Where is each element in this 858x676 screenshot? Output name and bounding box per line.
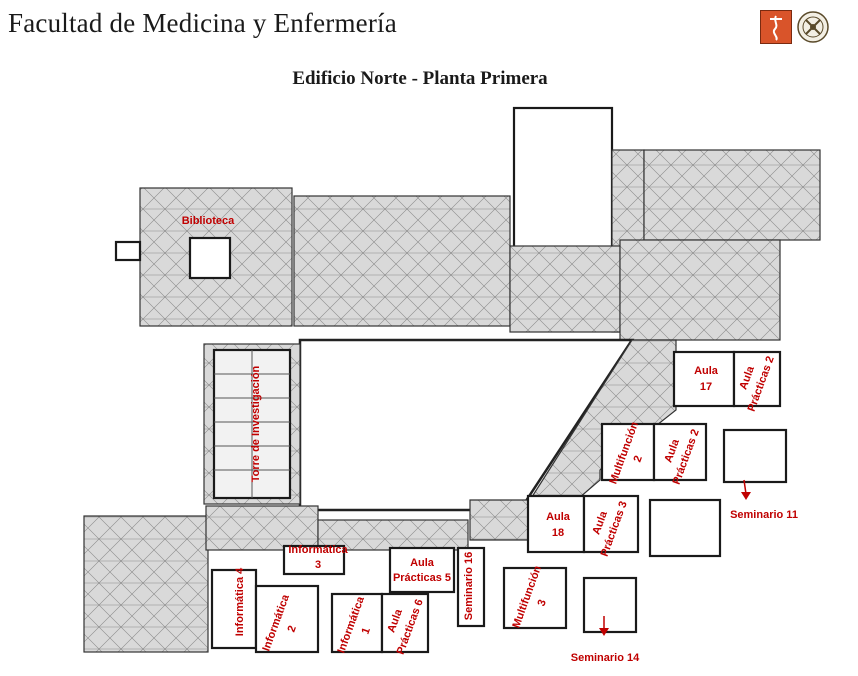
faculty-logo-icon	[770, 15, 782, 41]
room-east-annex	[648, 498, 722, 558]
east-wing-top	[643, 149, 821, 241]
room-seminario-11[interactable]	[722, 428, 788, 484]
map-title: Edificio Norte - Planta Primera	[292, 68, 548, 89]
room-informatica-3[interactable]	[282, 544, 346, 576]
room-seminario-14[interactable]	[582, 576, 638, 634]
north-wing	[293, 195, 511, 327]
label-aula-17-line2: 17	[700, 381, 712, 393]
biblioteca-atrium	[188, 236, 232, 280]
room-aula-practicas-3[interactable]	[582, 494, 640, 554]
room-aula-practicas-6[interactable]	[380, 592, 430, 654]
label-aula-practicas-5-line1: Aula	[410, 557, 435, 569]
label-aula-practicas-5-line2: Prácticas 5	[393, 572, 451, 584]
label-aula-18-line2: 18	[552, 527, 564, 539]
seminario-11-arrow	[741, 479, 751, 500]
southwest-block	[83, 515, 209, 653]
torre-grid	[214, 350, 290, 498]
room-aula-17[interactable]	[672, 350, 736, 408]
university-seal-icon	[797, 11, 829, 43]
north-hall	[512, 106, 614, 250]
seminario-14-arrow	[599, 616, 609, 636]
label-seminario-14: Seminario 14	[571, 652, 640, 664]
label-aula-18-line1: Aula	[546, 511, 571, 523]
room-aula-practicas-5[interactable]	[388, 546, 456, 594]
biblioteca-stair	[114, 240, 142, 262]
label-informatica-3-line1: Informática	[288, 544, 348, 556]
label-informatica-4: Informática 4	[234, 567, 246, 636]
university-seal	[796, 10, 829, 43]
label-biblioteca: Biblioteca	[182, 215, 235, 227]
faculty-title: Facultad de Medicina y Enfermería	[8, 8, 397, 38]
label-multifuncion-2-line2: 2	[631, 454, 644, 464]
room-informatica-4[interactable]	[210, 568, 258, 650]
east-wing-mid	[619, 239, 781, 341]
faculty-logo	[760, 10, 792, 44]
room-aula-practicas-2-b[interactable]	[652, 422, 708, 482]
southwest-connector	[205, 505, 319, 551]
room-informatica-2[interactable]	[254, 584, 320, 654]
north-hall-lower	[509, 245, 621, 333]
room-informatica-1[interactable]	[330, 592, 384, 654]
label-informatica-2-line2: 2	[285, 624, 298, 634]
room-multifuncion-2[interactable]	[600, 422, 656, 482]
room-aula-practicas-2-a[interactable]	[732, 350, 782, 408]
label-seminario-11: Seminario 11	[730, 509, 798, 521]
label-informatica-3-line2: 3	[315, 559, 321, 571]
label-informatica-1-line2: 1	[359, 626, 372, 636]
room-seminario-16[interactable]	[456, 546, 486, 628]
label-torre: Torre de Investigación	[250, 365, 262, 482]
label-multifuncion-3-line2: 3	[535, 598, 548, 608]
room-aula-18[interactable]	[526, 494, 586, 554]
room-multifuncion-3[interactable]	[502, 566, 568, 630]
label-seminario-16: Seminario 16	[463, 552, 475, 620]
label-aula-17-line1: Aula	[694, 365, 719, 377]
